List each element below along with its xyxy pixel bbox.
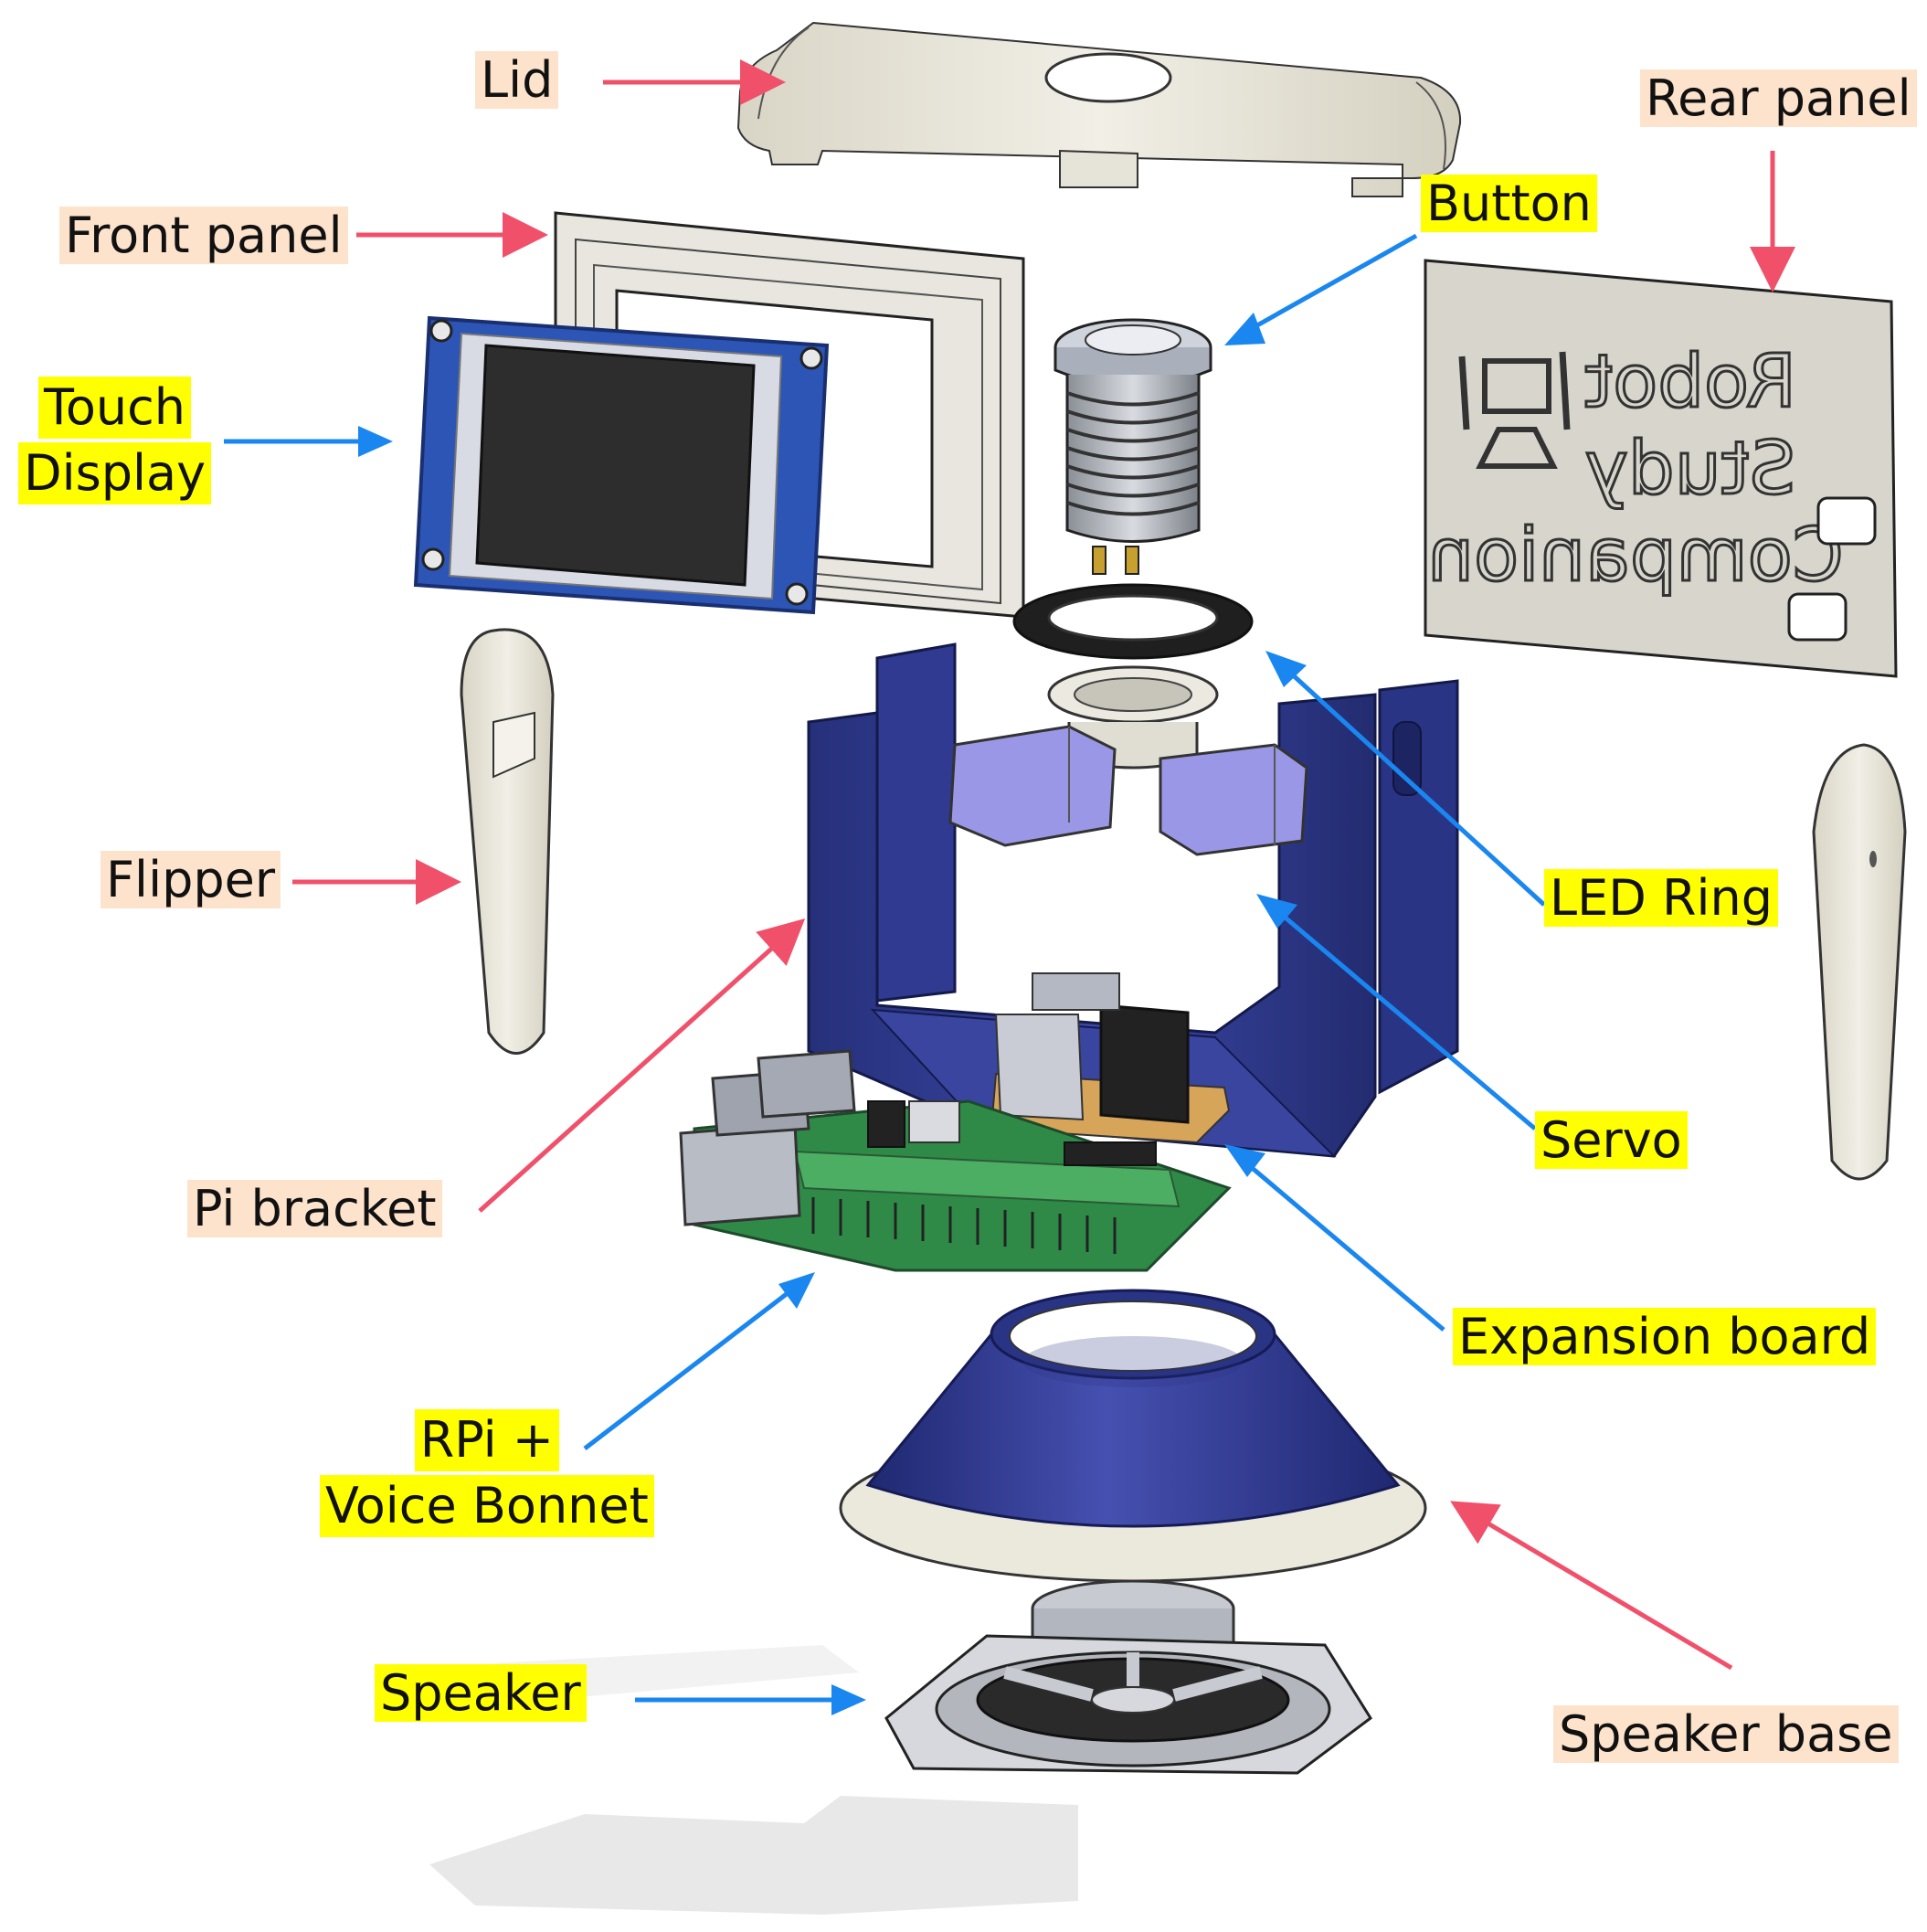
servo-left-part <box>948 725 1117 847</box>
button-part <box>1053 318 1212 575</box>
rpi-arrow <box>583 1282 801 1450</box>
label-servo: Servo <box>1535 1110 1688 1171</box>
label-front-panel: Front panel <box>59 206 348 266</box>
label-rpi-voice-bonnet: RPi + Voice Bonnet <box>320 1407 654 1539</box>
expansion-board-part <box>990 972 1231 1144</box>
label-button: Button <box>1421 174 1597 234</box>
servo-arrow <box>1268 903 1537 1131</box>
label-pi-bracket: Pi bracket <box>187 1179 442 1239</box>
electronic-arrowheads <box>358 313 1307 1715</box>
pi-bracket-arrow <box>478 918 806 1213</box>
label-speaker-base: Speaker base <box>1553 1704 1899 1765</box>
lid-part <box>736 21 1462 197</box>
label-led-ring: LED Ring <box>1544 868 1778 929</box>
label-lid: Lid <box>475 50 559 111</box>
label-flipper: Flipper <box>101 850 281 910</box>
floor-shadow <box>429 1796 1078 1915</box>
button-nut-part <box>1047 665 1219 770</box>
led-ring-arrow <box>1277 661 1546 907</box>
label-speaker: Speaker <box>375 1663 587 1724</box>
electronic-part-arrows <box>224 233 1546 1703</box>
led-ring-part <box>1012 583 1254 660</box>
printed-part-arrows <box>292 59 1795 1671</box>
button-arrow <box>1241 233 1418 336</box>
rpi-voice-bonnet-part <box>679 1049 1232 1272</box>
label-touch-display: Touch Display <box>18 375 212 506</box>
label-rear-panel: Rear panel <box>1640 69 1917 129</box>
expansion-board-arrow <box>1236 1154 1445 1332</box>
rear-panel-engraving-1: Robot <box>1584 339 1796 424</box>
speaker-base-part <box>839 1289 1427 1583</box>
speaker-base-arrow <box>1450 1501 1733 1671</box>
flipper-right-part <box>1812 743 1907 1181</box>
servo-right-part <box>1159 743 1308 856</box>
rear-panel-engraving-3: Companion <box>1427 513 1843 598</box>
rear-panel-part: Robot Study Companion <box>1424 259 1898 678</box>
flipper-left-part <box>460 628 555 1055</box>
touch-display-part <box>413 315 830 615</box>
label-expansion-board: Expansion board <box>1453 1307 1877 1367</box>
rear-panel-engraving-2: Study <box>1585 426 1796 511</box>
speaker-part <box>884 1579 1373 1775</box>
